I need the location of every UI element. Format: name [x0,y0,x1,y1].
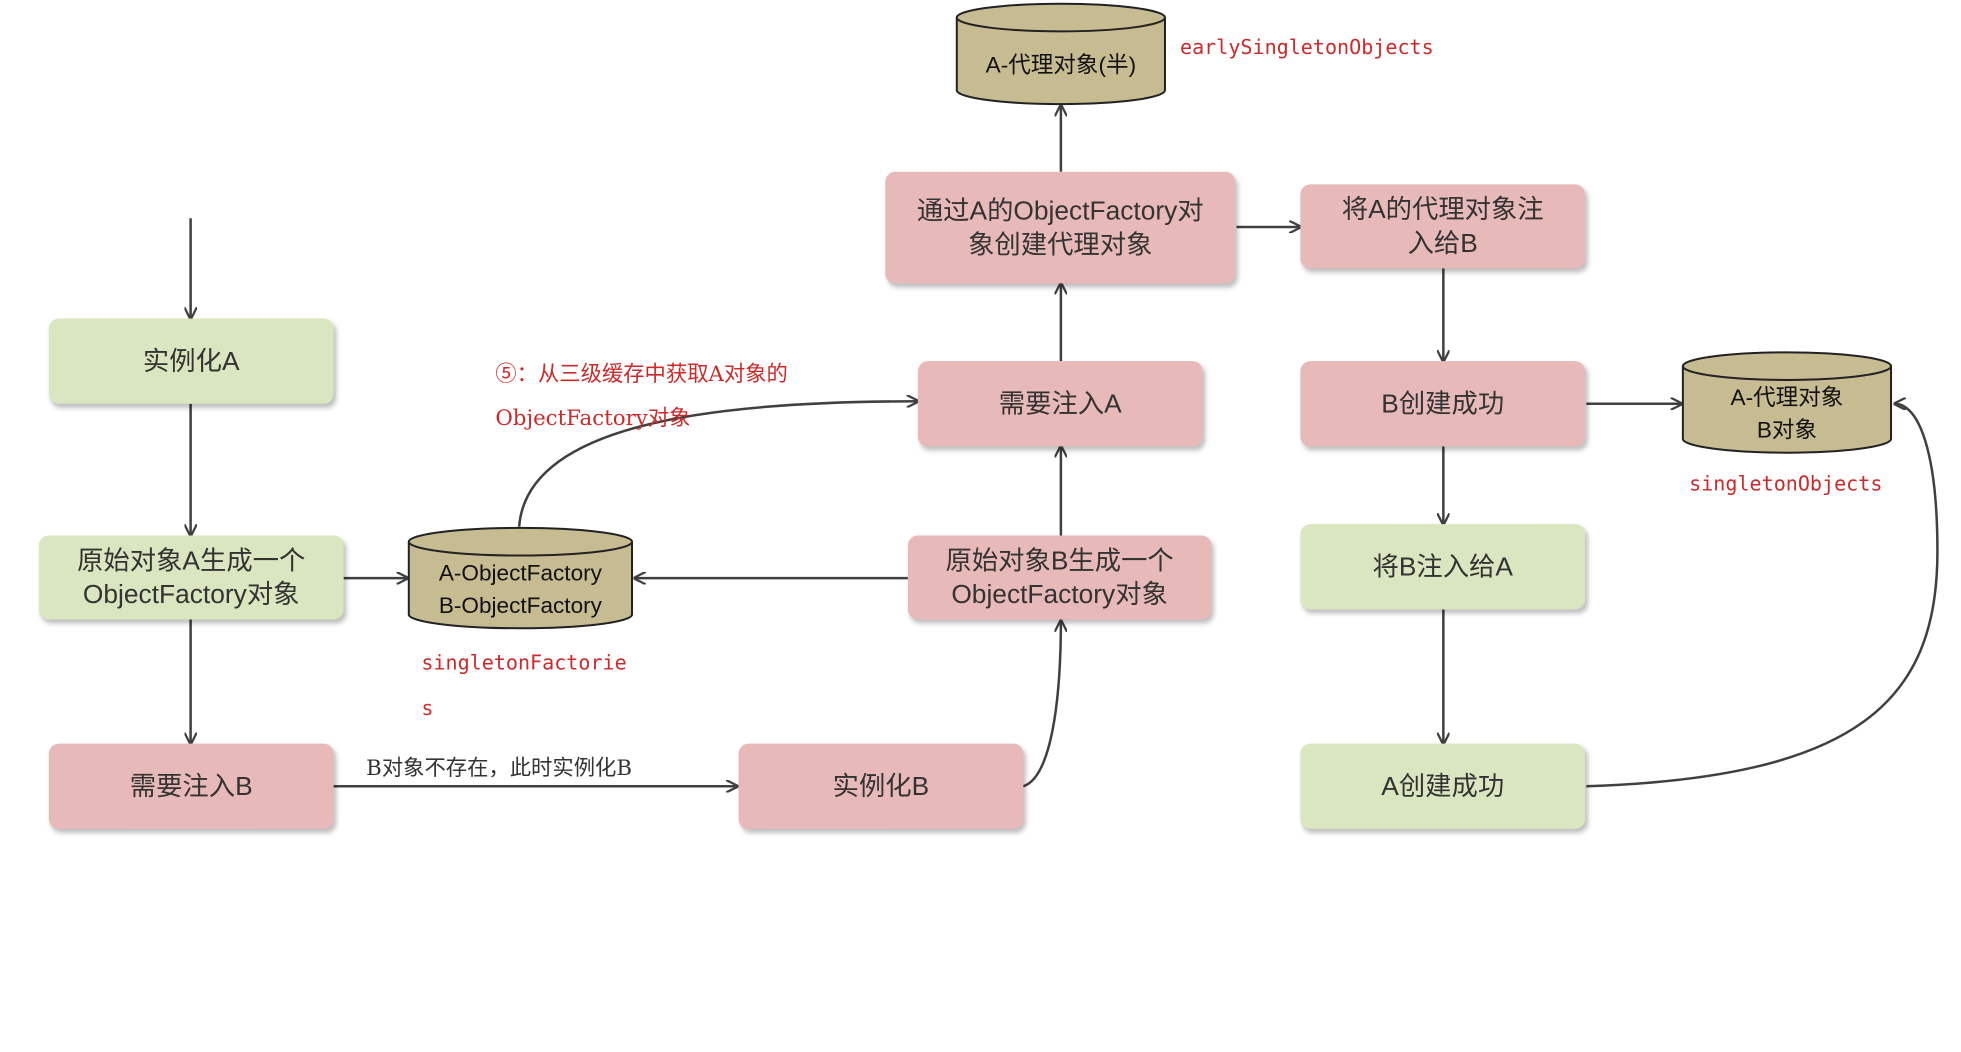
store-singletons-label: A-代理对象 B对象 [1730,384,1844,443]
node-b-created: B创建成功 [1300,361,1586,447]
code-label-singleton-factories-1: singletonFactorie [421,650,627,675]
edge-a-created-to-singletons [1586,404,1939,788]
node-create-proxy: 通过A的ObjectFactory对 象创建代理对象 [885,171,1236,284]
node-need-inject-b: 需要注入B [48,743,334,829]
node-inject-b-a: 将B注入给A [1300,524,1586,610]
node-instantiate-b: 实例化B [738,743,1024,829]
node-need-inject-a: 需要注入A [917,361,1203,447]
edge-instantiate-b-to-raw-b [1022,621,1061,788]
edge-label-b-not-exist: B对象不存在，此时实例化B [366,756,633,782]
store-early [955,2,1166,106]
store-factories [407,526,634,630]
node-a-created: A创建成功 [1300,743,1586,829]
node-raw-b-factory: 原始对象B生成一个 ObjectFactory对象 [907,535,1212,620]
node-inject-proxy-b: 将A的代理对象注 入给B [1300,184,1586,269]
note-step5-line2: ObjectFactory对象 [495,406,691,432]
edge-factories-to-need-inject-a [517,401,918,527]
note-step5-line1: ⑤：从三级缓存中获取A对象的 [495,362,788,388]
code-label-early-singleton-objects: earlySingletonObjects [1180,35,1434,59]
store-singletons [1681,351,1893,454]
node-raw-a-factory: 原始对象A生成一个 ObjectFactory对象 [38,535,344,620]
store-early-label: A-代理对象(半) [985,52,1137,78]
store-factories-label: A-ObjectFactory B-ObjectFactory [438,560,602,619]
node-instantiate-a: 实例化A [48,318,334,404]
code-label-singleton-objects: singletonObjects [1689,471,1883,496]
code-label-singleton-factories-2: s [421,695,434,720]
